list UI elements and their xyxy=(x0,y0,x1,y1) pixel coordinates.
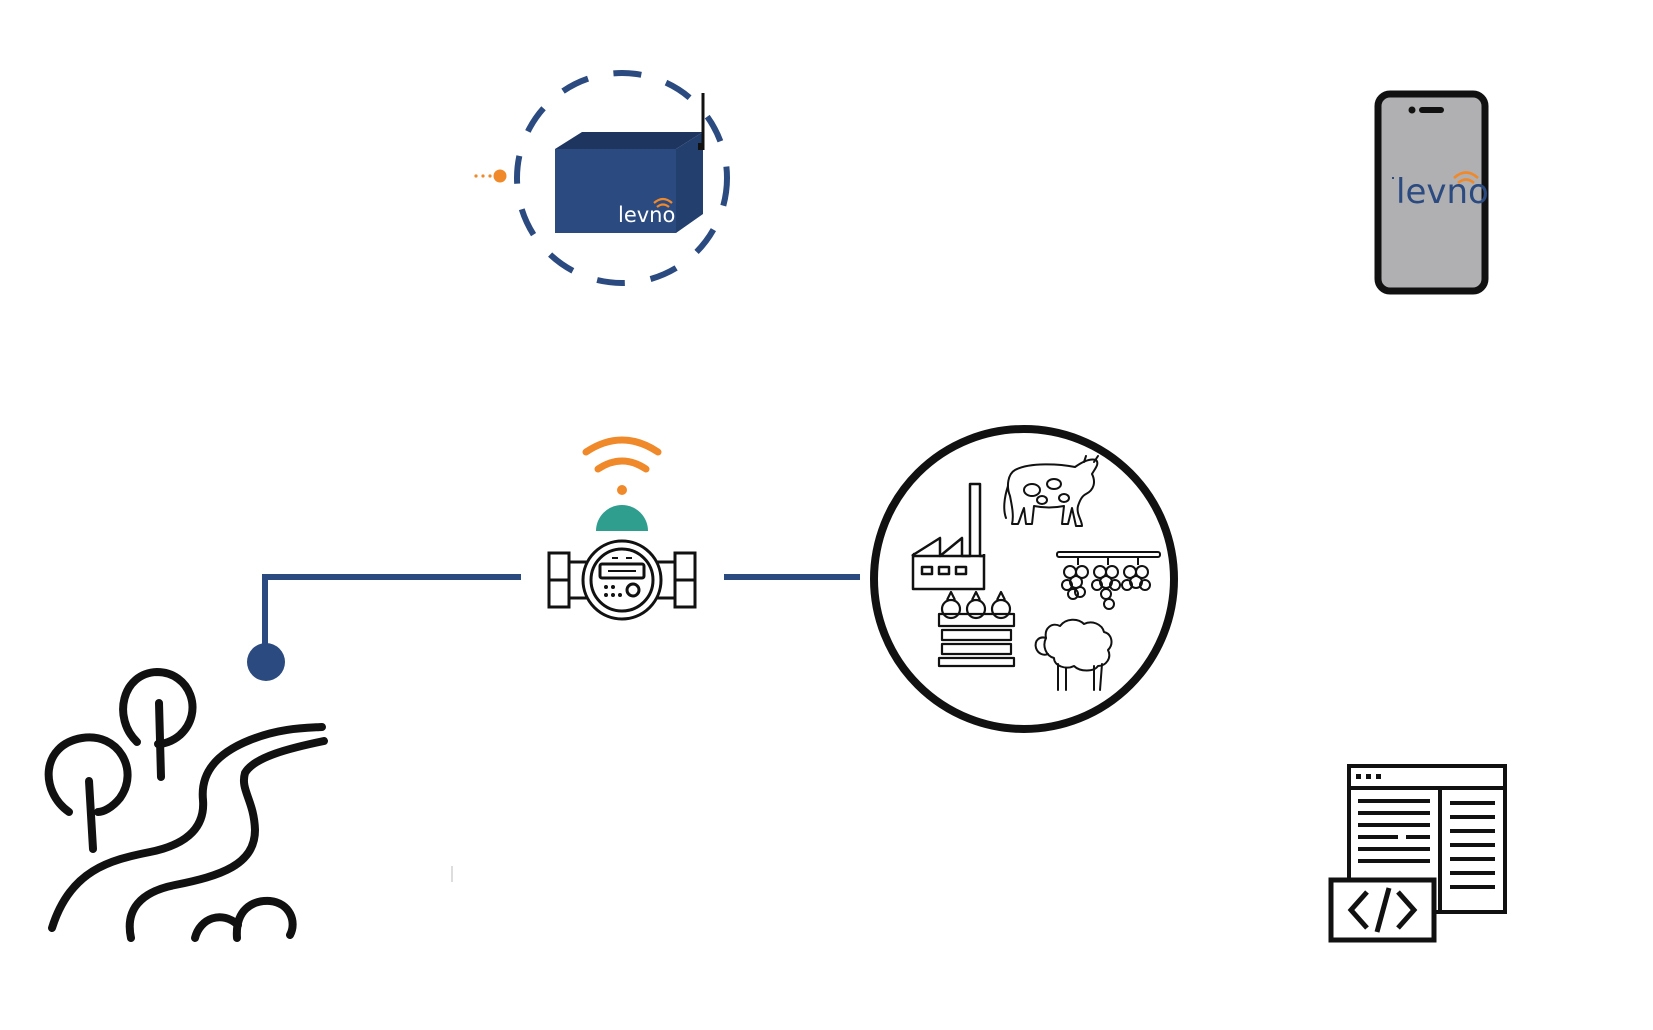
wifi-dot xyxy=(617,485,627,495)
gateway-range-circle xyxy=(514,70,730,286)
usage-circle xyxy=(870,425,1178,733)
phone-speaker xyxy=(1419,107,1444,113)
gateway-node: levno xyxy=(474,70,730,286)
gateway-signal-dots xyxy=(474,169,507,183)
smartphone-icon xyxy=(1374,90,1489,295)
source-connection-node xyxy=(247,643,285,681)
usage-circle-border xyxy=(870,425,1178,733)
vineyard-icon xyxy=(1056,551,1161,610)
gateway-wifi-icon xyxy=(653,197,673,208)
phone-wifi-icon xyxy=(1453,171,1479,185)
flow-meter-icon xyxy=(547,539,697,621)
gateway-brand-label: levno xyxy=(618,203,675,227)
phone-camera xyxy=(1408,106,1416,114)
vegetable-crate-icon xyxy=(937,590,1016,668)
phone-brand-label: levno xyxy=(1396,172,1489,212)
flow-meter-wifi-icon xyxy=(582,436,662,473)
river-trees-icon xyxy=(44,668,328,942)
code-window-icon xyxy=(1328,764,1507,943)
source-connection-line xyxy=(262,574,521,662)
sensor-dome xyxy=(596,505,648,531)
meter-buttons xyxy=(604,585,622,597)
gateway-box-icon xyxy=(555,93,705,233)
sheep-icon xyxy=(1034,618,1113,691)
cow-icon xyxy=(1003,455,1099,527)
factory-icon xyxy=(911,482,986,591)
flow-meter-node xyxy=(547,436,697,621)
